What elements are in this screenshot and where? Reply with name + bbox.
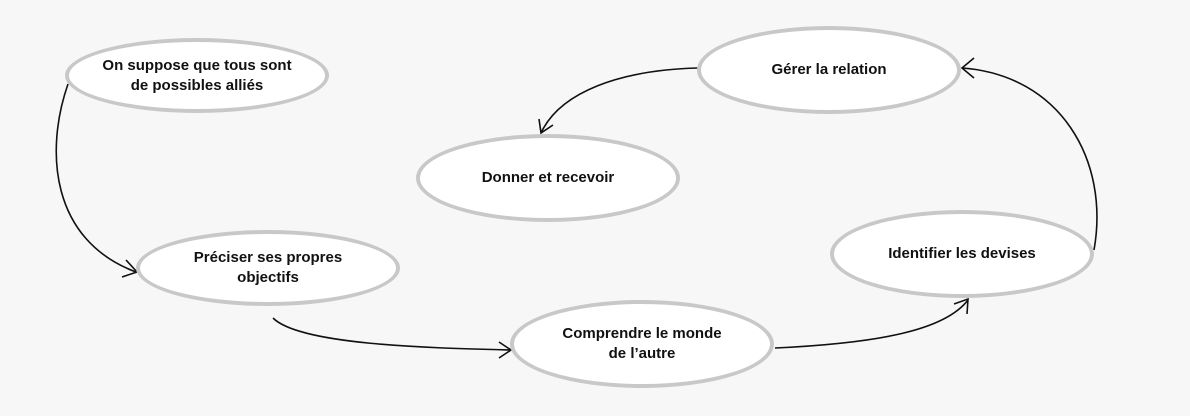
node-label: Donner et recevoir: [481, 169, 615, 186]
node-label: Gérer la relation: [771, 61, 887, 78]
arrow-objectives-to-understand: [272, 317, 511, 351]
node-possible-allies: On suppose que tous sont de possibles al…: [65, 38, 329, 113]
arrow-relationship-to-give-receive: [540, 67, 699, 134]
node-label: Identifier les devises: [888, 245, 1036, 262]
arrowhead-objectives: [121, 259, 139, 278]
node-own-objectives: Préciser ses propres objectifs: [136, 230, 400, 306]
arrowhead-give-receive: [538, 118, 554, 135]
arrowhead-currencies: [953, 297, 969, 315]
node-label: Préciser ses propres objectifs: [193, 249, 343, 286]
node-identify-currencies: Identifier les devises: [830, 210, 1094, 298]
node-manage-relationship: Gérer la relation: [697, 26, 961, 114]
arrowhead-relationship: [960, 57, 975, 79]
arrow-start-to-objectives: [55, 83, 137, 273]
node-understand-other-world: Comprendre le monde de l’autre: [510, 300, 774, 388]
node-label: Comprendre le monde de l’autre: [562, 325, 722, 362]
arrow-understand-to-currencies: [774, 299, 969, 349]
node-label: On suppose que tous sont de possibles al…: [102, 56, 292, 94]
node-give-and-receive: Donner et recevoir: [416, 134, 680, 222]
arrow-currencies-to-relationship: [961, 67, 1098, 251]
